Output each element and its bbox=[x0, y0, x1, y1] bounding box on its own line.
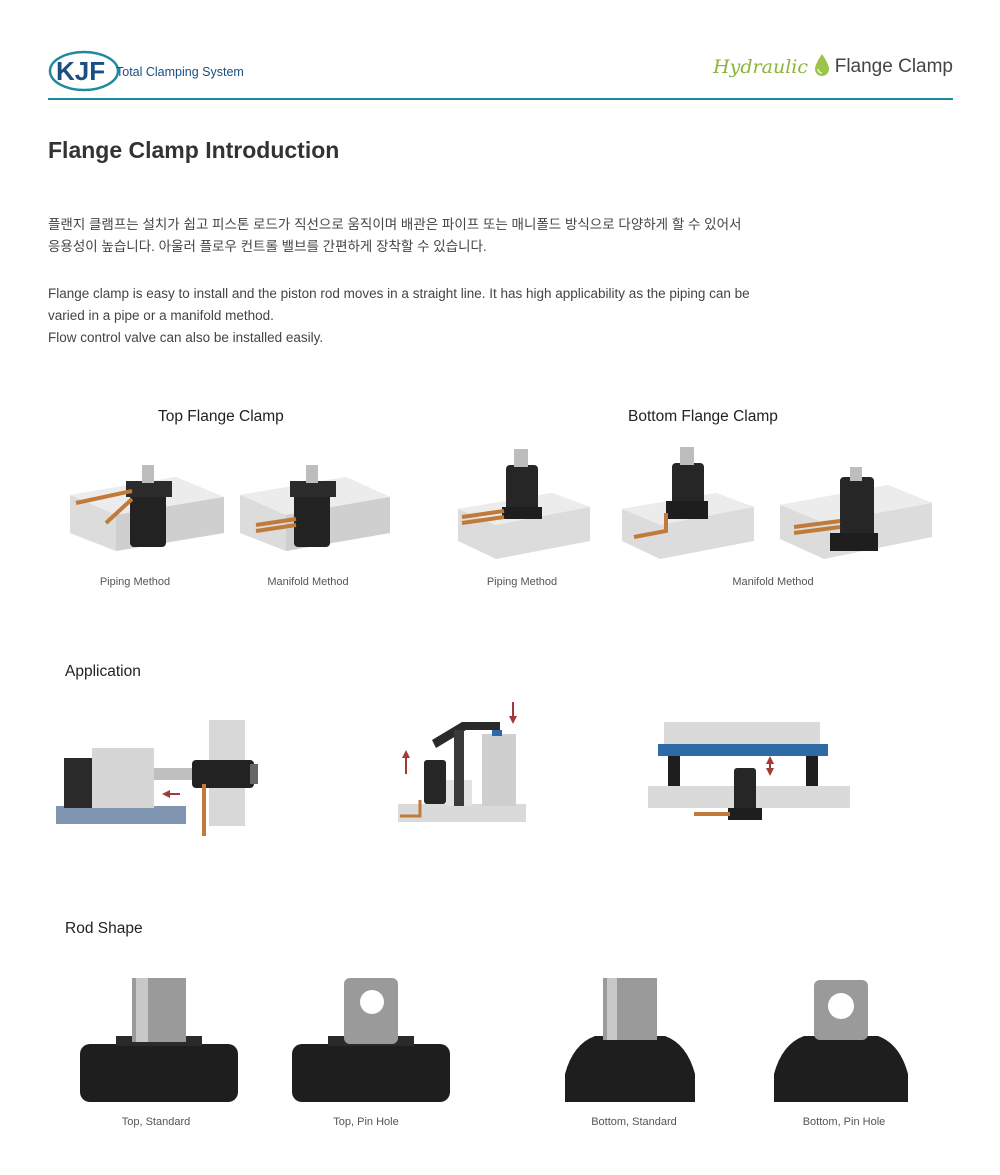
kjf-logo: KJF bbox=[48, 50, 120, 92]
intro-english: Flange clamp is easy to install and the … bbox=[48, 283, 750, 349]
rod-top-pinhole-image bbox=[292, 978, 450, 1102]
intro-korean-line: 응용성이 높습니다. 아울러 플로우 컨트롤 밸브를 간편하게 장착할 수 있습… bbox=[48, 239, 487, 254]
intro-english-line: Flow control valve can also be installed… bbox=[48, 330, 324, 345]
intro-english-line: Flange clamp is easy to install and the … bbox=[48, 286, 750, 301]
logo-tagline: Total Clamping System bbox=[116, 65, 244, 79]
product-name: Flange Clamp bbox=[834, 56, 953, 77]
svg-text:KJF: KJF bbox=[56, 56, 105, 86]
top-flange-piping-image bbox=[70, 465, 224, 551]
caption-bottom-manifold: Manifold Method bbox=[732, 576, 814, 588]
rod-top-standard-image bbox=[80, 978, 238, 1102]
caption-rod-top-standard: Top, Standard bbox=[121, 1116, 191, 1128]
caption-rod-bottom-pinhole: Bottom, Pin Hole bbox=[802, 1116, 886, 1128]
page-title: Flange Clamp Introduction bbox=[48, 137, 340, 163]
intro-korean: 플랜지 클램프는 설치가 쉽고 피스톤 로드가 직선으로 움직이며 배관은 파이… bbox=[48, 214, 741, 258]
caption-rod-bottom-standard: Bottom, Standard bbox=[591, 1116, 677, 1128]
oil-drop-icon bbox=[815, 54, 829, 76]
bottom-flange-manifold-image-1 bbox=[622, 447, 754, 559]
caption-bottom-piping: Piping Method bbox=[486, 576, 558, 588]
top-flange-manifold-image bbox=[240, 465, 390, 551]
intro-english-line: varied in a pipe or a manifold method. bbox=[48, 308, 274, 323]
hydraulic-label: Hydraulic bbox=[713, 56, 808, 78]
application-figure-lever bbox=[398, 702, 526, 822]
application-heading: Application bbox=[65, 663, 141, 680]
intro-korean-line: 플랜지 클램프는 설치가 쉽고 피스톤 로드가 직선으로 움직이며 배관은 파이… bbox=[48, 217, 742, 232]
rod-bottom-standard-image bbox=[565, 978, 695, 1102]
bottom-flange-piping-image bbox=[458, 449, 590, 559]
rod-bottom-pinhole-image bbox=[774, 980, 908, 1102]
rod-shape-heading: Rod Shape bbox=[65, 920, 143, 937]
bottom-flange-manifold-image-2 bbox=[780, 467, 932, 559]
caption-top-manifold: Manifold Method bbox=[267, 576, 349, 588]
page-header: KJF Total Clamping System Hydraulic Flan… bbox=[48, 40, 953, 100]
top-flange-heading: Top Flange Clamp bbox=[158, 408, 284, 425]
application-figure-horizontal bbox=[56, 720, 258, 836]
caption-rod-top-pinhole: Top, Pin Hole bbox=[333, 1116, 399, 1128]
bottom-flange-heading: Bottom Flange Clamp bbox=[628, 408, 778, 425]
caption-top-piping: Piping Method bbox=[99, 576, 171, 588]
application-figure-press bbox=[648, 722, 850, 820]
